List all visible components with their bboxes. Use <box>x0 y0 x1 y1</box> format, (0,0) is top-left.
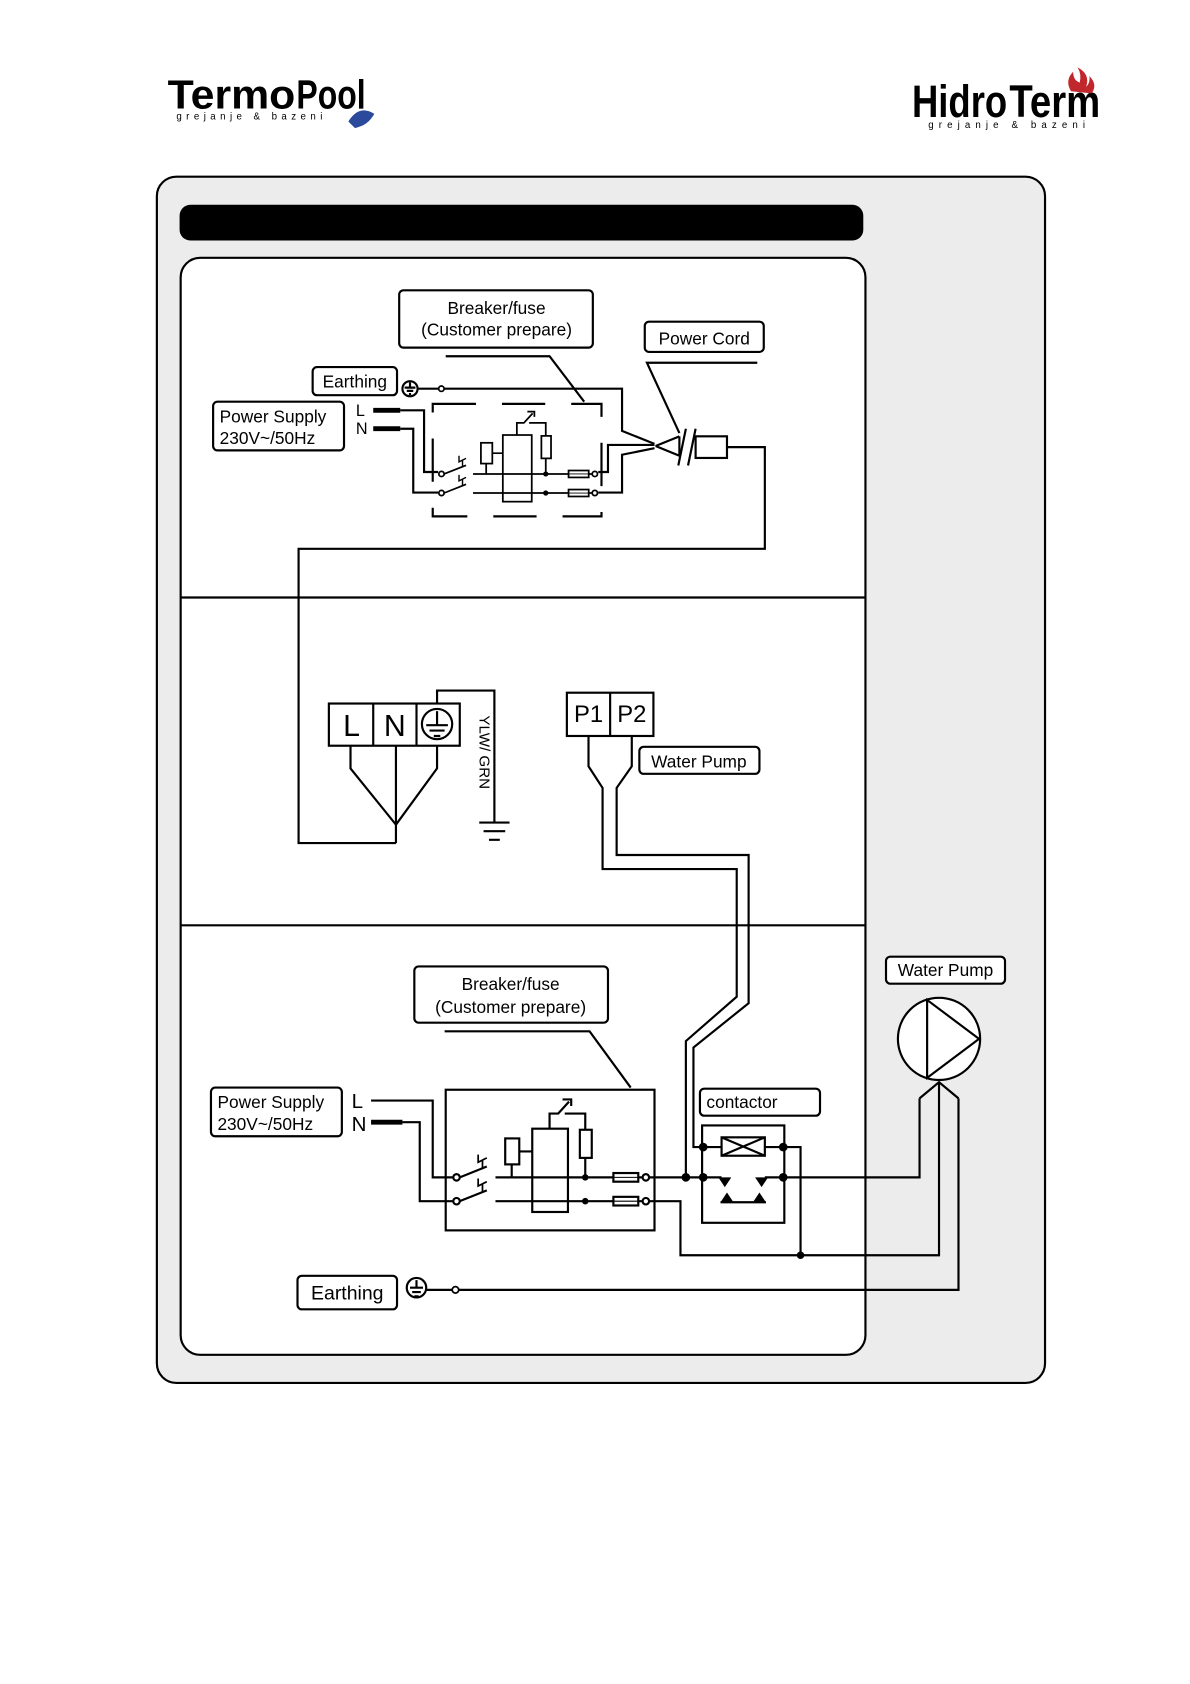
breaker-label-leader <box>445 355 586 403</box>
pump-terminal-p1-label: P1 <box>574 701 603 728</box>
earth-icon-mark <box>426 711 448 738</box>
earthing-label: Earthing <box>311 1283 384 1305</box>
logo-wave-icon <box>348 110 375 128</box>
wire-n-to-breaker <box>402 1121 454 1203</box>
contactor-terminal <box>778 1142 788 1152</box>
pump-icon-triangle <box>926 997 981 1080</box>
wire-breaker-n-to-pump <box>649 1082 941 1257</box>
plug-pins <box>655 435 681 457</box>
power-supply-label-line1: Power Supply <box>217 1092 324 1112</box>
earthing-label: Earthing <box>323 372 387 392</box>
terminal-n-label: N <box>384 710 406 743</box>
power-cord-label-box <box>643 320 765 354</box>
contactor-terminal <box>698 1142 708 1152</box>
logo-flame-icon <box>1068 67 1095 94</box>
wire-terminal-l <box>349 745 397 826</box>
earthing-label-box <box>311 366 399 397</box>
power-supply-label-box <box>212 400 346 452</box>
water-pump-label: Water Pump <box>898 960 993 980</box>
wire-earth-yellow-green <box>435 689 496 823</box>
supply-n-label: N <box>352 1113 367 1136</box>
logo-termopool-text-termo: Termo <box>168 72 296 118</box>
header-bar <box>179 204 864 241</box>
breaker-label-box <box>413 965 610 1024</box>
breaker-label-line1: Breaker/fuse <box>448 298 546 318</box>
breaker-housing <box>431 402 603 518</box>
wire-n-to-breaker <box>400 427 439 494</box>
panel-terminals: L N YLW/ GRN P1 P2 Water Pump <box>327 689 761 1178</box>
contactor-coil-cross <box>721 1136 766 1157</box>
logo-hidroterm-text-hidro: Hidro <box>912 76 1007 127</box>
wire-pump-p2 <box>615 735 750 1149</box>
breaker-label-line2: (Customer prepare) <box>435 997 586 1017</box>
earth-terminal-point <box>437 385 445 393</box>
junction-dot <box>681 1173 691 1182</box>
supply-l-label: L <box>356 402 365 420</box>
ground-icon-lines <box>479 821 510 841</box>
power-cord-wire <box>297 446 766 845</box>
contactor-moving-contact <box>752 1192 766 1203</box>
earth-icon <box>405 1276 428 1299</box>
logo-termopool-text-pool: Pool <box>296 72 365 118</box>
wire-breaker-n-to-plug <box>598 447 655 494</box>
wire-l-to-breaker <box>400 409 439 474</box>
breaker-label-box <box>398 289 594 349</box>
earth-icon <box>420 707 454 741</box>
power-cord-label: Power Cord <box>659 328 750 348</box>
water-pump-label-box <box>638 745 761 775</box>
wire-earth-to-pump <box>426 1098 960 1291</box>
supply-l-label: L <box>352 1090 363 1113</box>
panel-power-cord: Breaker/fuse (Customer prepare) Power Co… <box>212 289 766 845</box>
earthing-label-box <box>296 1274 399 1311</box>
cord-break-mark <box>677 428 697 466</box>
wire-contactor-to-pump <box>786 1098 921 1179</box>
breaker-label-line2: (Customer prepare) <box>421 320 572 340</box>
breaker-label-leader <box>444 1030 632 1089</box>
pump-terminal-p2-label: P2 <box>617 701 646 728</box>
wire-coil-return <box>783 1145 802 1256</box>
earth-icon-mark <box>410 1280 423 1298</box>
wire-pump-p1 <box>587 735 738 1178</box>
plug-body <box>694 435 729 460</box>
pump-icon-leads <box>918 1080 960 1100</box>
panel-contactor: Breaker/fuse (Customer prepare) Power Su… <box>209 955 1007 1311</box>
power-cord-label-leader <box>645 361 758 434</box>
power-supply-label-line1: Power Supply <box>220 406 327 426</box>
contactor-moving-contact <box>720 1192 734 1203</box>
power-supply-label-line2: 230V~/50Hz <box>217 1114 313 1134</box>
contactor-label-box <box>698 1087 822 1117</box>
power-supply-label-box <box>209 1086 343 1138</box>
earth-wire-label: YLW/ GRN <box>476 715 493 789</box>
logo-termopool: Termo Pool grejanje & bazeni <box>168 72 375 128</box>
water-pump-label-box <box>884 955 1007 985</box>
terminal-l-label: L <box>343 710 360 743</box>
earth-icon <box>401 380 419 398</box>
contactor-icon <box>698 1124 788 1224</box>
ground-icon <box>479 821 510 841</box>
junction-dot <box>796 1251 805 1260</box>
contactor-fixed-contact <box>755 1177 769 1188</box>
earth-icon-mark <box>404 382 416 396</box>
wire-l-to-breaker <box>371 1099 454 1179</box>
header-title: For water pump: Voltage 230V, Capacity >… <box>214 212 607 233</box>
contactor-fixed-contact <box>718 1177 732 1188</box>
water-pump-label: Water Pump <box>651 751 746 771</box>
breaker-housing <box>444 1088 656 1232</box>
supply-n-label: N <box>356 420 368 438</box>
wire-breaker-l-to-plug <box>598 443 655 474</box>
pump-icon <box>896 996 982 1100</box>
earth-terminal-point <box>451 1285 460 1294</box>
wire-earth-to-plug <box>417 387 655 445</box>
breaker-label-line1: Breaker/fuse <box>462 974 560 994</box>
power-supply-label-line2: 230V~/50Hz <box>220 428 316 448</box>
logo-hidroterm: Hidro Term grejanje & bazeni <box>912 67 1100 131</box>
contactor-label: contactor <box>706 1092 777 1112</box>
wire-terminal-earth <box>395 745 439 826</box>
